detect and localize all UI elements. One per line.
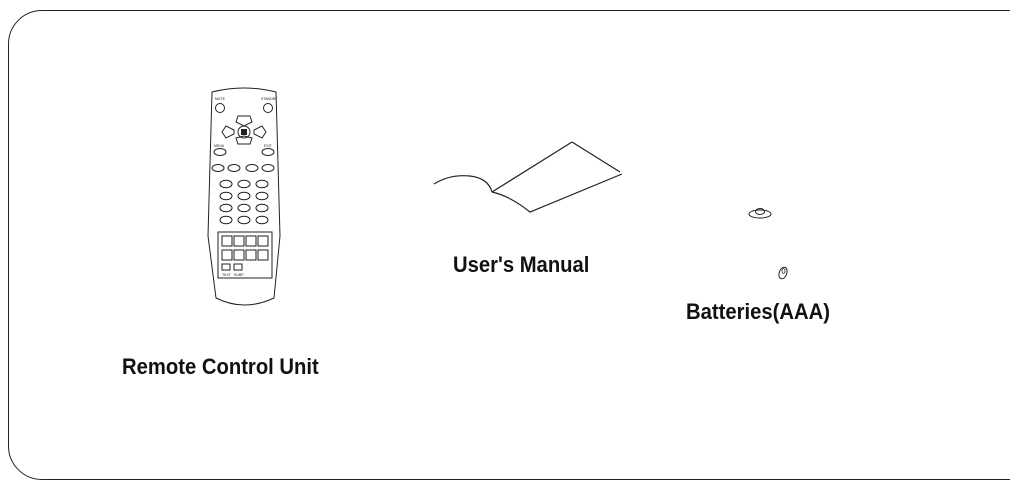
- batteries-label: Batteries(AAA): [686, 299, 830, 324]
- remote-text-label: TEXT: [222, 273, 232, 277]
- remote-control-illustration: MUTE STANDBY MENU EXIT TEXT SUBP: [204, 86, 284, 317]
- remote-mute-label: MUTE: [215, 97, 226, 101]
- open-book-icon: [433, 141, 623, 213]
- remote-exit-label: EXIT: [264, 144, 273, 148]
- users-manual-illustration: [430, 140, 630, 225]
- battery-icon-1: [745, 206, 775, 225]
- remote-subp-label: SUBP: [234, 273, 244, 277]
- battery-icon-2: [776, 262, 790, 287]
- remote-control-unit-label: Remote Control Unit: [122, 354, 319, 379]
- remote-menu-label: MENU: [214, 144, 225, 148]
- remote-control-icon: MUTE STANDBY MENU EXIT TEXT SUBP: [207, 87, 281, 306]
- users-manual-label: User's Manual: [453, 252, 590, 277]
- remote-standby-label: STANDBY: [261, 97, 278, 101]
- content-frame: [8, 10, 1010, 480]
